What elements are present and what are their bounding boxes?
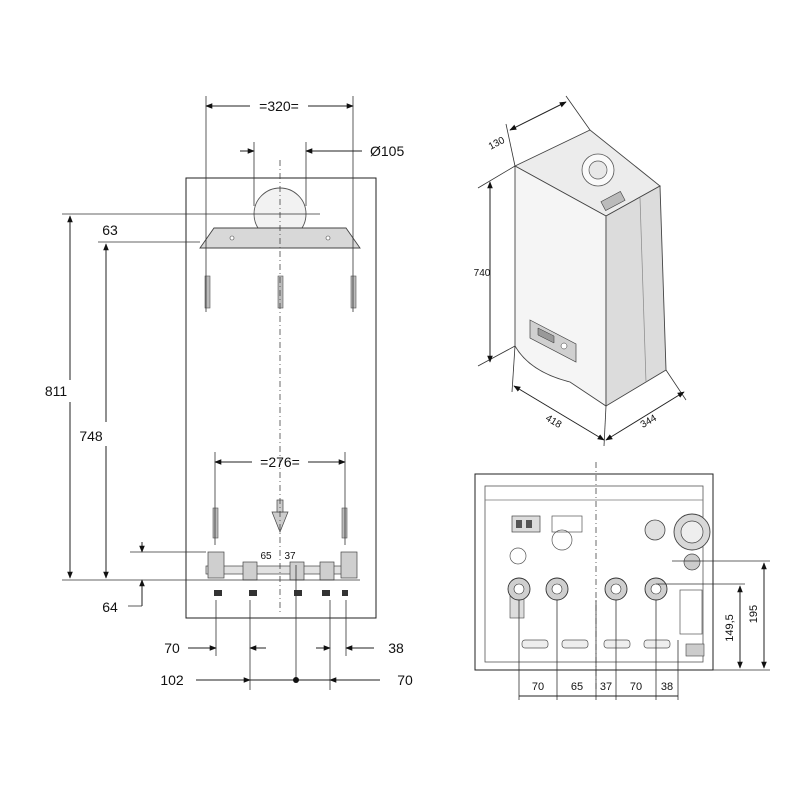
bottom-dim-3: 37 (600, 681, 612, 693)
bottom-dim-1: 70 (532, 681, 544, 693)
dim-63: 63 (102, 222, 118, 238)
iso-dim-418: 418 (543, 413, 563, 431)
dim-65: 65 (260, 551, 272, 562)
wall-plugs-top (204, 275, 357, 309)
wall-plugs-bottom (212, 507, 348, 539)
bottom-frame (474, 473, 714, 671)
bottom-dim-2: 65 (571, 681, 583, 693)
dim-70-left: 70 (164, 640, 180, 656)
bottom-view: 70 65 37 70 38 149,5 195 (474, 462, 770, 700)
valve-symbols (214, 590, 348, 596)
dim-38: 38 (388, 640, 404, 656)
dim-102: 102 (160, 672, 184, 688)
iso-dim-130: 130 (487, 135, 507, 153)
spacing-dimension-line (518, 600, 679, 700)
isometric-view: 130 740 418 344 (474, 95, 687, 447)
dim-64: 64 (102, 599, 118, 615)
dim-748: 748 (79, 428, 103, 444)
bottom-dim-4: 70 (630, 681, 642, 693)
dim-320: =320= (259, 98, 299, 114)
dim-276: =276= (260, 454, 300, 470)
valves (207, 551, 358, 581)
bottom-dim-195: 195 (748, 605, 760, 623)
bottom-dim-149: 149,5 (724, 614, 736, 642)
dim-flue-diameter: Ø105 (370, 143, 404, 159)
front-view: =320= Ø105 811 748 63 =276= 65 37 64 (45, 96, 413, 690)
dim-70-right: 70 (397, 672, 413, 688)
bottom-dim-5: 38 (661, 681, 673, 693)
boiler-outline (185, 177, 377, 619)
dim-811: 811 (45, 383, 68, 399)
iso-dim-344: 344 (639, 413, 659, 431)
pipe-connections (507, 577, 668, 601)
iso-dim-740: 740 (474, 268, 491, 279)
dim-37: 37 (284, 551, 296, 562)
